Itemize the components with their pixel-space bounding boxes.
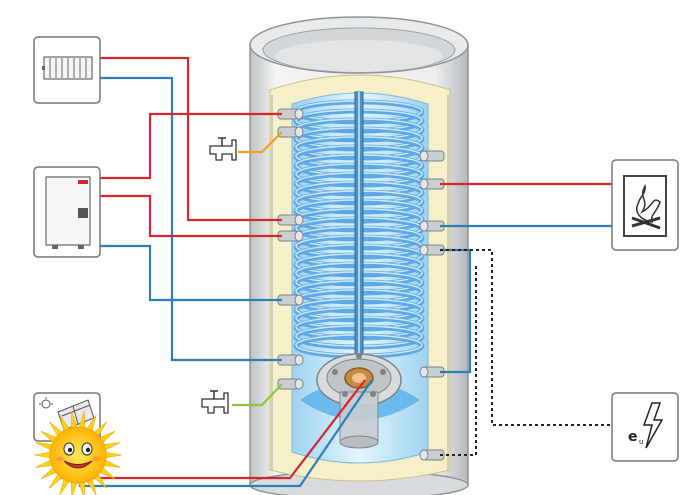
boiler-unit xyxy=(33,166,101,258)
boiler-cold-line xyxy=(100,244,282,302)
pipe-stub xyxy=(419,366,445,378)
connection-lines xyxy=(58,56,612,488)
tap-icon xyxy=(209,137,237,161)
hot-water-tap xyxy=(209,137,237,161)
tap-icon xyxy=(201,390,229,414)
pipe-stub xyxy=(419,220,445,232)
electric-heater-unit: e u xyxy=(611,392,679,462)
pipe-stub xyxy=(277,378,304,390)
sun-ray xyxy=(33,451,53,459)
cold-tap-line xyxy=(232,383,283,407)
pipe-stub xyxy=(277,126,304,138)
pipe-stub xyxy=(419,150,445,162)
pipe-stub xyxy=(419,178,445,190)
hot-tap-line xyxy=(238,131,283,154)
central-rod xyxy=(354,91,364,363)
boiler-supply-line xyxy=(100,112,282,180)
radiator-icon xyxy=(42,56,93,80)
electric-heater-sub: u xyxy=(639,438,643,446)
fire-icon xyxy=(631,183,661,230)
boiler-return-line xyxy=(100,194,282,238)
solid-fuel-stove-unit xyxy=(611,159,679,251)
lightning-icon xyxy=(642,402,664,449)
cold-water-inlet xyxy=(201,390,229,414)
sun-ray xyxy=(103,451,123,459)
pipe-connections xyxy=(277,108,445,461)
radiator-supply-line xyxy=(100,56,282,222)
boiler-icon xyxy=(45,176,91,249)
pipe-stub xyxy=(419,244,445,256)
pipe-stub xyxy=(277,294,304,306)
pipe-stub xyxy=(419,449,445,461)
radiator-return-line xyxy=(100,76,282,362)
radiator-unit xyxy=(33,36,101,104)
sun-icon xyxy=(33,411,123,495)
electric-heater-label: e xyxy=(628,429,638,445)
electric-control-line-2 xyxy=(440,265,477,456)
pipe-stub xyxy=(277,230,304,242)
electric-control-line xyxy=(440,249,612,426)
